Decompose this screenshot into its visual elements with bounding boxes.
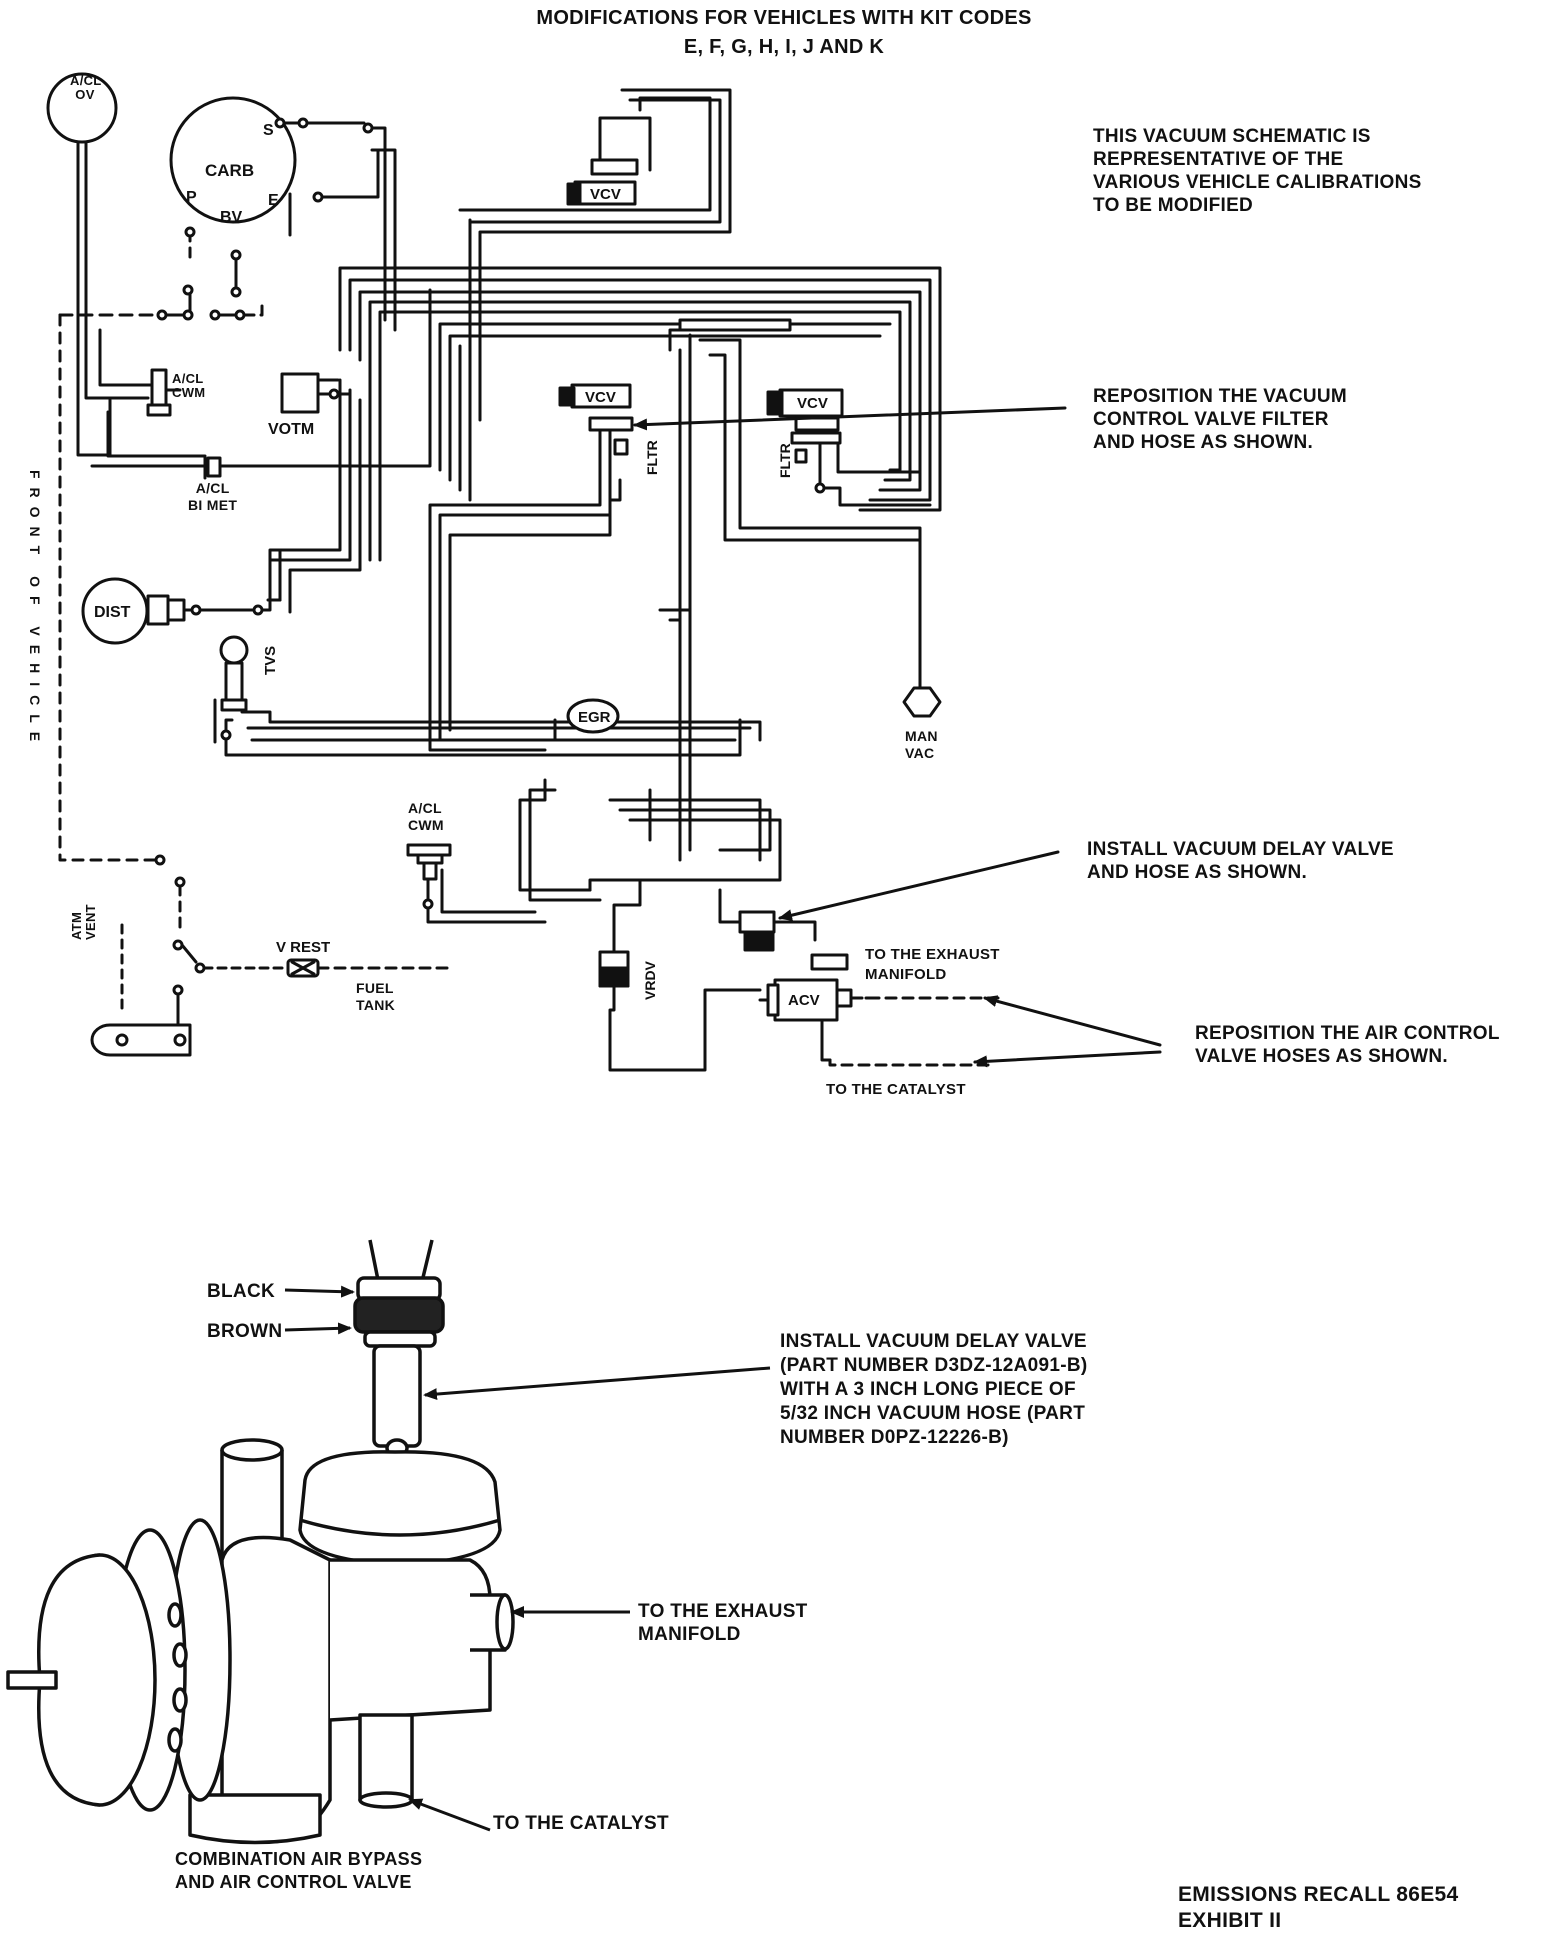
title-line-2: E, F, G, H, I, J AND K (683, 36, 885, 58)
votm (280, 372, 352, 414)
label-acv: ACV (788, 992, 820, 1009)
label-vcv-right: VCV (797, 395, 828, 412)
lower-vacuum-lines (518, 608, 782, 902)
acl-cwm-lower (406, 843, 547, 924)
acl-cwm-upper (84, 328, 207, 480)
label-to-catalyst-schematic: TO THE CATALYST (826, 1081, 966, 1098)
label-acl-ov: A/CL OV (70, 73, 102, 102)
front-of-vehicle-line (58, 313, 157, 862)
label-front-of-vehicle: FRONT OF VEHICLE (27, 470, 43, 750)
note-install-delay: INSTALL VACUUM DELAY VALVE AND HOSE AS S… (1087, 839, 1394, 883)
label-carb-s: S (263, 122, 274, 139)
label-acl-cwm-upper: A/CL CWM (172, 371, 206, 400)
label-acl-bimet: A/CL BI MET (188, 480, 238, 513)
label-carb-bv: BV (220, 209, 243, 226)
label-egr: EGR (578, 709, 611, 726)
label-brown: BROWN (207, 1321, 283, 1342)
label-votm: VOTM (268, 421, 314, 438)
acl-bimet (90, 288, 432, 478)
label-man-vac: MAN VAC (905, 728, 938, 761)
label-fltr-middle: FLTR (644, 440, 660, 475)
label-carb: CARB (205, 161, 254, 180)
label-carb-e: E (268, 192, 279, 209)
label-to-catalyst-detail: TO THE CATALYST (493, 1813, 669, 1834)
note-schematic: THIS VACUUM SCHEMATIC IS REPRESENTATIVE … (1093, 126, 1422, 216)
title-line-1: MODIFICATIONS FOR VEHICLES WITH KIT CODE… (536, 7, 1032, 29)
middle-vcv (428, 383, 634, 752)
carburetor (58, 96, 397, 332)
label-carb-p: P (186, 189, 197, 206)
vrdv (598, 878, 762, 1072)
tvs (213, 635, 762, 757)
valve-caption: COMBINATION AIR BYPASS AND AIR CONTROL V… (175, 1849, 423, 1892)
label-tvs: TVS (262, 646, 279, 675)
label-to-exhaust-detail: TO THE EXHAUST MANIFOLD (638, 1601, 808, 1645)
egr-valve (566, 698, 620, 734)
upper-vcv (458, 88, 732, 422)
label-dist: DIST (94, 604, 131, 621)
note-reposition-vcv: REPOSITION THE VACUUM CONTROL VALVE FILT… (1093, 386, 1348, 453)
label-fltr-right: FLTR (777, 443, 793, 478)
label-vcv-middle: VCV (585, 389, 616, 406)
callout-arrows-schematic (633, 406, 1162, 1068)
acl-ov-valve (46, 72, 118, 457)
main-vacuum-lines (268, 218, 942, 614)
distributor (81, 548, 342, 645)
label-v-rest: V REST (276, 939, 330, 956)
footer-recall: EMISSIONS RECALL 86E54 EXHIBIT II (1178, 1883, 1459, 1932)
label-acl-cwm-lower: A/CL CWM (408, 800, 444, 833)
schematic-labels: CARB S P BV E VCV VCV VCV VOTM DIST EGR … (27, 122, 828, 1009)
note-reposition-acv: REPOSITION THE AIR CONTROL VALVE HOSES A… (1195, 1023, 1500, 1067)
note-install-delay-part: INSTALL VACUUM DELAY VALVE (PART NUMBER … (780, 1331, 1088, 1448)
label-vcv-top: VCV (590, 186, 621, 203)
manifold-vacuum (902, 648, 942, 718)
air-control-valve (758, 953, 1002, 1067)
v-rest-circuit (90, 854, 452, 1057)
label-vrdv: VRDV (642, 960, 658, 1000)
label-black: BLACK (207, 1281, 275, 1302)
right-vcv (668, 318, 932, 702)
vacuum-delay-valve (718, 888, 817, 952)
label-fuel-tank: FUEL TANK (356, 980, 396, 1013)
label-to-exhaust-schematic: TO THE EXHAUST MANIFOLD (865, 946, 1000, 983)
